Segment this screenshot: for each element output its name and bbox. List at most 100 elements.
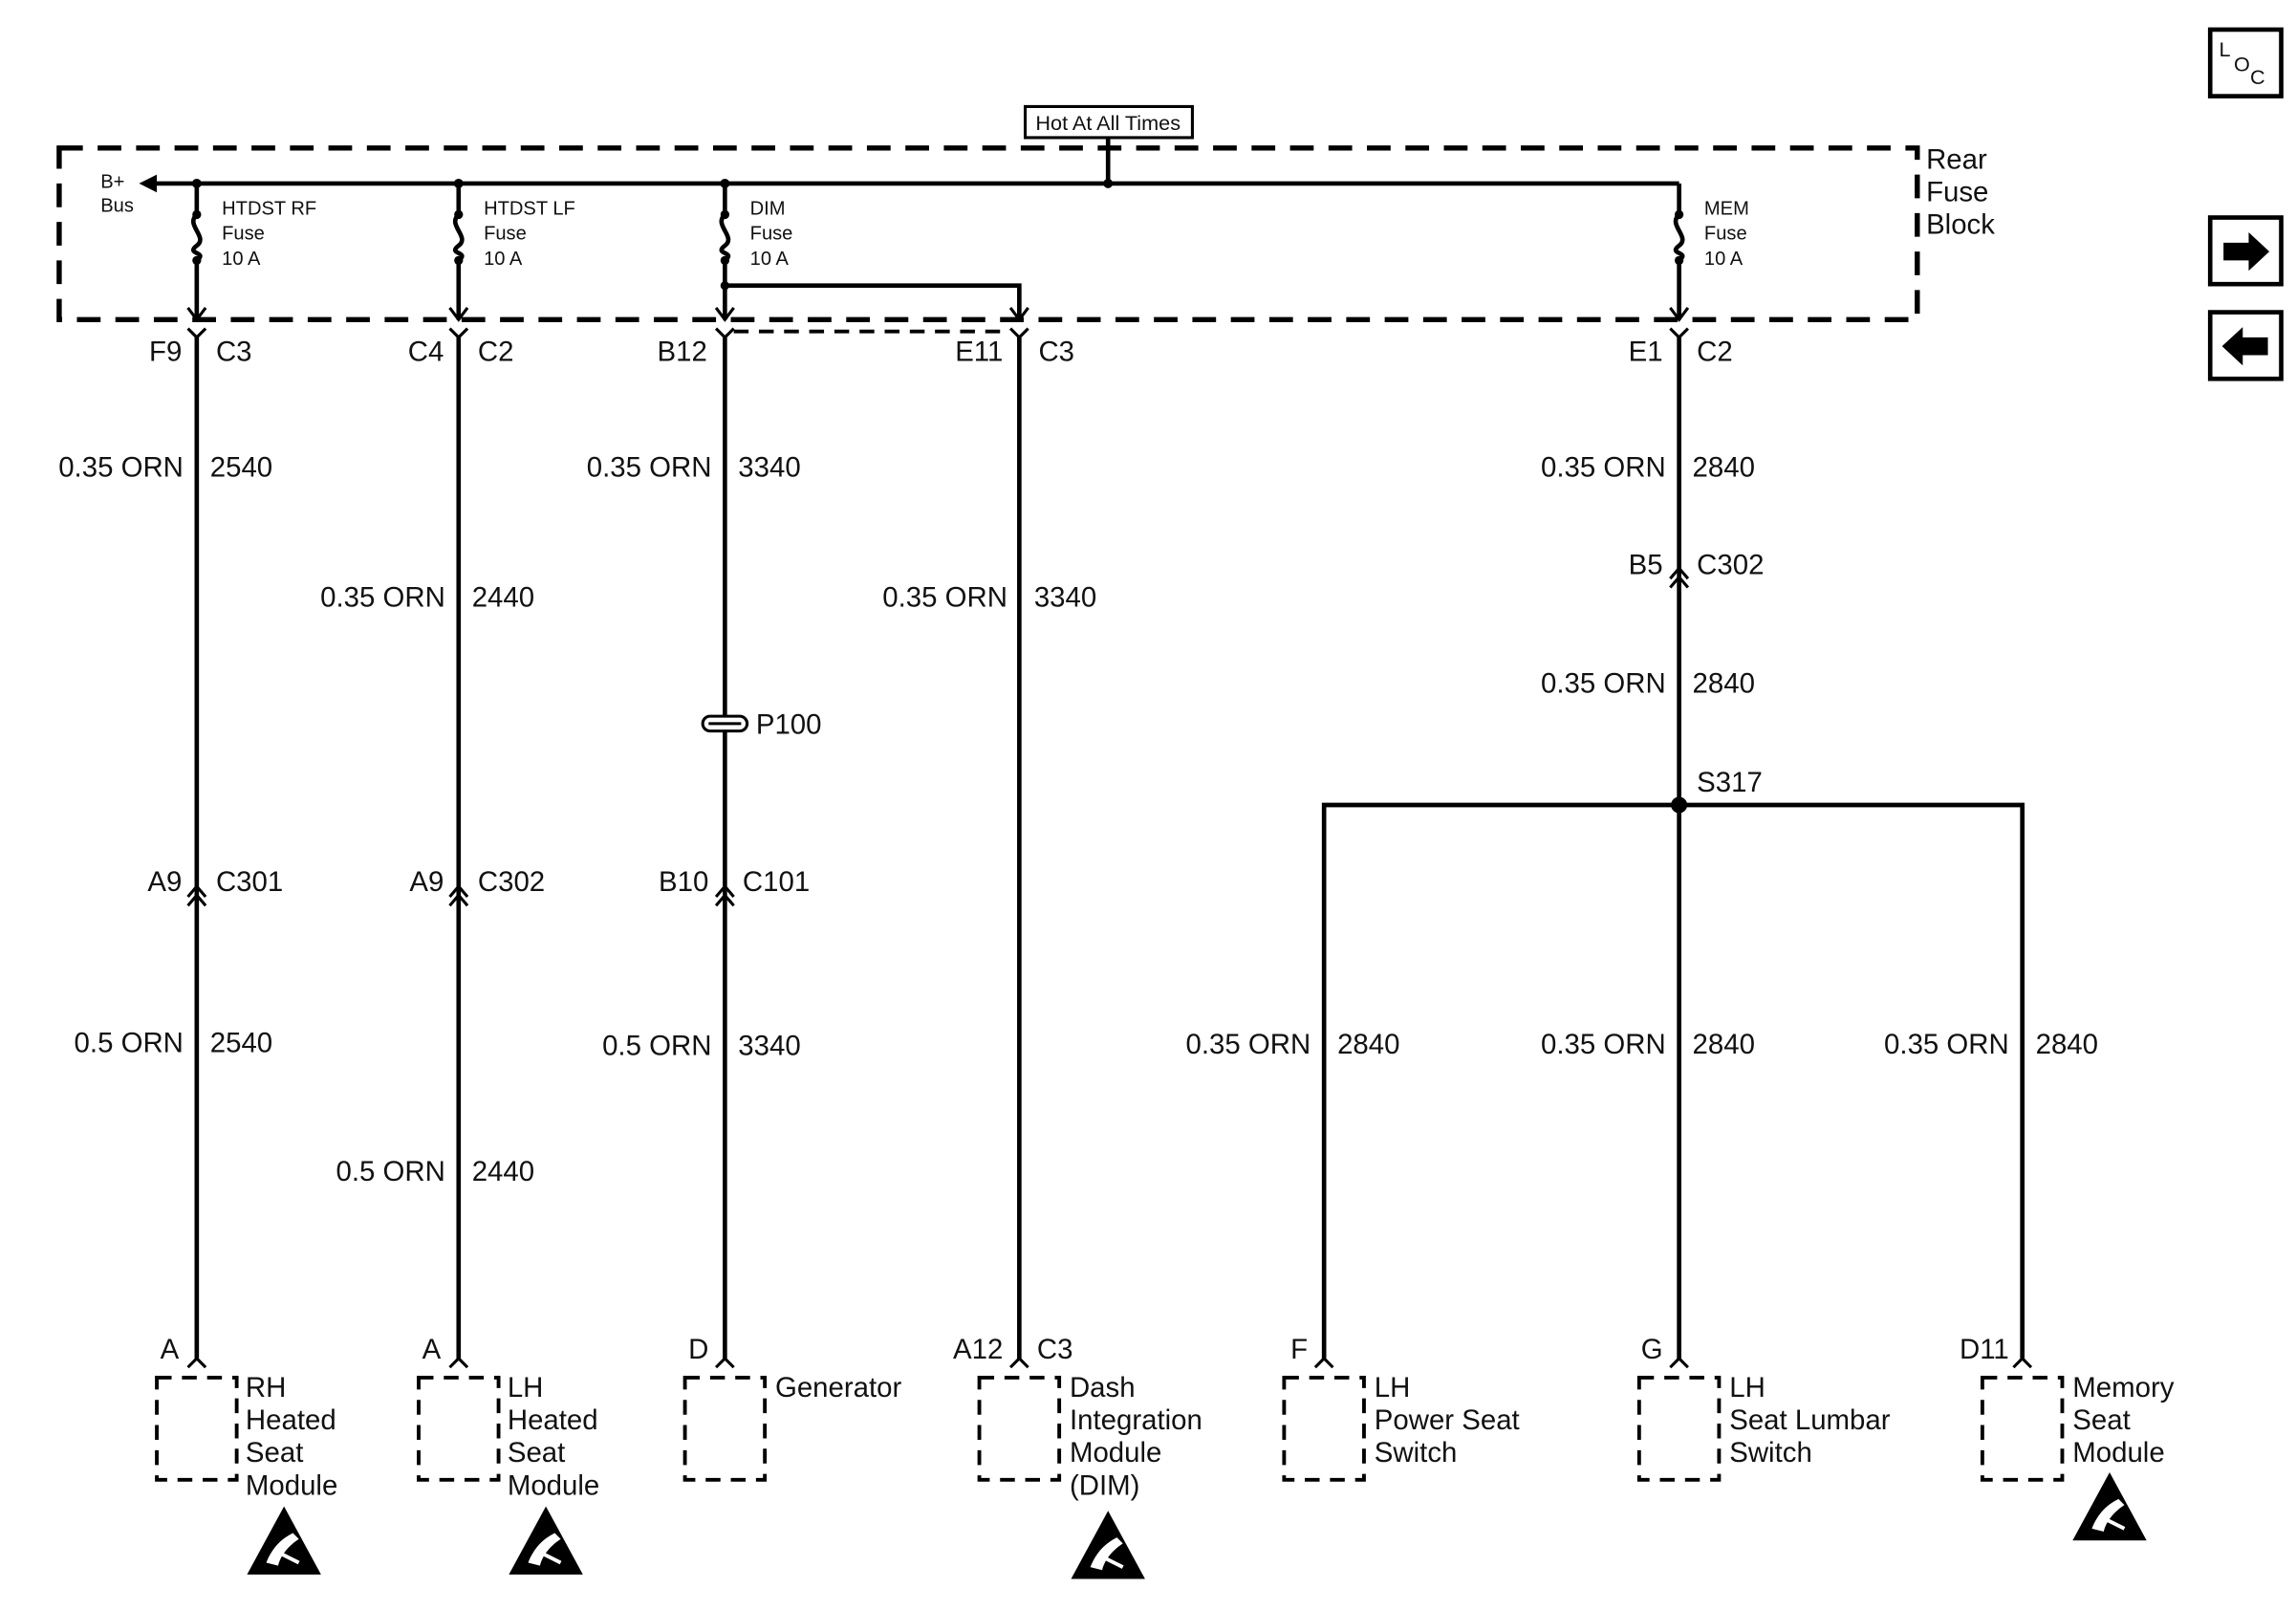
fuse-label: Fuse (484, 224, 527, 245)
p100-passthrough (701, 714, 749, 733)
component-lh-seat-lumbar-switch: G LH Seat Lumbar Switch (1636, 1334, 1891, 1482)
wire-circuit: 3340 (738, 1031, 800, 1062)
wire-2840-branch (1321, 802, 2025, 1359)
fuse-label: DIM (750, 198, 786, 219)
location-icon: L (2220, 37, 2231, 61)
esd-warning-icon (509, 1506, 583, 1575)
wire-size: 0.35 ORN (320, 582, 445, 614)
connector-label: C302 (478, 866, 545, 898)
component-label: (DIM) (1070, 1469, 1139, 1501)
component-label: Module (2072, 1437, 2164, 1469)
component-label: Integration (1070, 1404, 1202, 1436)
component-label: Memory (2072, 1372, 2174, 1403)
component-label: LH (508, 1372, 544, 1403)
component-label: Seat (2072, 1404, 2130, 1436)
wire-size: 0.35 ORN (1186, 1029, 1311, 1060)
wire-circuit: 2440 (472, 582, 534, 614)
wire-size: 0.5 ORN (75, 1027, 184, 1058)
previous-page-button[interactable] (2207, 310, 2284, 381)
component-lh-heated-seat-module: A LH Heated Seat Module (417, 1334, 599, 1501)
component-label: Heated (508, 1404, 598, 1436)
fuse-htdst-rf: HTDST RF Fuse 10 A (191, 183, 316, 320)
pin-label: A (161, 1334, 180, 1365)
connector-label: A9 (147, 866, 182, 898)
component-label: Seat Lumbar (1729, 1404, 1890, 1436)
pin-connector-label: C3 (1037, 1334, 1073, 1365)
component-label: Dash (1070, 1372, 1136, 1403)
fuse-label: 10 A (484, 249, 523, 270)
connector-label: C101 (743, 866, 810, 898)
fuse-label: Fuse (1704, 224, 1747, 245)
fuse-label: 10 A (1704, 249, 1744, 270)
wire-size: 0.35 ORN (58, 451, 184, 483)
component-label: Seat (508, 1437, 565, 1469)
pin-label: D11 (1960, 1334, 2009, 1365)
location-button[interactable]: L O C (2207, 27, 2284, 98)
pin-label: D (688, 1334, 708, 1365)
wire-size: 0.35 ORN (1884, 1029, 2009, 1060)
splice-s317 (1671, 796, 1688, 814)
component-label: Module (508, 1469, 599, 1501)
fuse-block-name-line: Fuse (1926, 176, 1988, 207)
location-icon: O (2234, 52, 2250, 76)
wire-circuit: 2840 (1337, 1029, 1399, 1060)
wire-circuit: 2840 (1693, 667, 1755, 699)
connector-label: E11 (955, 337, 1003, 368)
component-generator: D Generator (682, 1334, 902, 1482)
wire-circuit: 2840 (1693, 1029, 1755, 1060)
fuse-label: Fuse (750, 224, 793, 245)
wire-circuit: 3340 (1034, 582, 1096, 614)
pin-label: A12 (953, 1334, 1003, 1365)
esd-warning-icon (1071, 1511, 1145, 1579)
component-label: Switch (1375, 1437, 1458, 1469)
fuse-label: Fuse (222, 224, 265, 245)
pin-label: A (422, 1334, 442, 1365)
wire-size: 0.5 ORN (336, 1156, 445, 1187)
inline-connector-symbols (186, 565, 1690, 907)
passthrough-label: P100 (756, 709, 822, 741)
arrow-right-icon (2223, 232, 2270, 272)
wire-circuit: 2840 (1693, 451, 1755, 483)
connector-label: B12 (657, 337, 706, 368)
esd-warning-icon (2072, 1472, 2147, 1541)
wire-circuit: 2540 (210, 1027, 272, 1058)
connector-label: E1 (1629, 337, 1663, 368)
wire-size: 0.5 ORN (602, 1031, 711, 1062)
block-connector-symbols (186, 307, 1690, 340)
wire-size: 0.35 ORN (882, 582, 1007, 614)
wire-size: 0.35 ORN (587, 451, 712, 483)
connector-label: C3 (1038, 337, 1074, 368)
wire-circuit: 2840 (2036, 1029, 2098, 1060)
component-rh-heated-seat-module: A RH Heated Seat Module (155, 1334, 337, 1501)
bus-label: Bus (100, 195, 134, 216)
component-label: Switch (1729, 1437, 1812, 1469)
fuse-label: MEM (1704, 198, 1749, 219)
wire-labels: 0.35 ORN 2540 0.35 ORN 3340 0.35 ORN 284… (58, 451, 2098, 1187)
hot-at-all-times-label: Hot At All Times (1035, 111, 1180, 135)
wire-size: 0.35 ORN (1541, 667, 1666, 699)
pin-label: G (1641, 1334, 1663, 1365)
component-label: Power Seat (1375, 1404, 1520, 1436)
fuse-dim: DIM Fuse 10 A (719, 183, 1022, 320)
fuse-htdst-lf: HTDST LF Fuse 10 A (452, 183, 575, 320)
bus-label: B+ (100, 172, 124, 193)
connector-label: C301 (216, 866, 283, 898)
bus-arrow-icon (139, 174, 158, 193)
component-label: Heated (246, 1404, 336, 1436)
esd-warning-icon (247, 1506, 321, 1575)
wire-circuit: 3340 (738, 451, 800, 483)
fuse-label: HTDST LF (484, 198, 575, 219)
fuse-label: 10 A (222, 249, 261, 270)
connector-label: C302 (1697, 550, 1764, 581)
next-page-button[interactable] (2207, 215, 2284, 287)
component-label: RH (246, 1372, 286, 1403)
fuse-block-name-line: Block (1926, 209, 1995, 241)
fuse-block-outline (56, 145, 1920, 323)
component-label: LH (1729, 1372, 1765, 1403)
component-label: Module (1070, 1437, 1161, 1469)
component-label: Module (246, 1469, 337, 1501)
splice-label: S317 (1697, 767, 1763, 798)
connector-label: F9 (149, 337, 182, 368)
arrow-left-icon (2221, 327, 2268, 366)
